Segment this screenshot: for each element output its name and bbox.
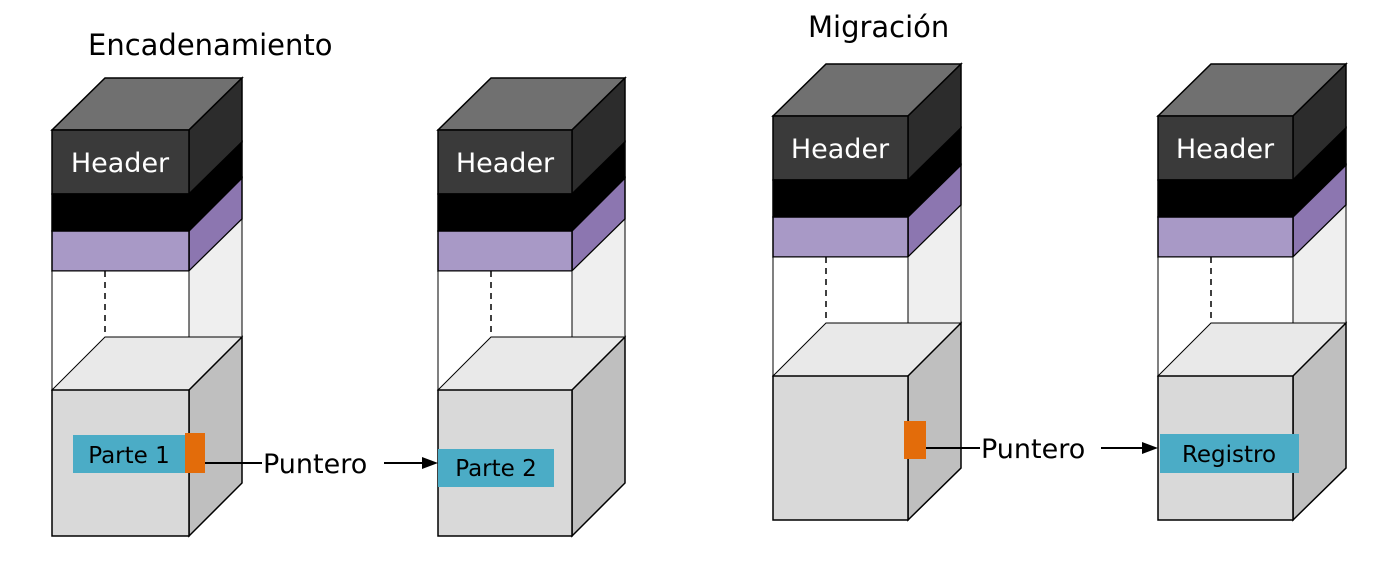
purple-band-front	[1157, 216, 1294, 258]
purple-band-front	[772, 216, 909, 258]
header-cube-front	[772, 115, 909, 181]
right-block-1: Header	[771, 62, 963, 522]
pointer-label: Puntero	[981, 434, 1085, 465]
pointer-marker	[185, 433, 205, 473]
purple-band-front	[51, 230, 190, 272]
record-part-2-label: Parte 2	[455, 456, 537, 482]
migracion-title: Migración	[808, 10, 949, 44]
header-label: Header	[456, 148, 555, 179]
right-pointer-arrow: Puntero	[926, 434, 1158, 465]
left-block-1: Header Parte 1	[50, 76, 244, 538]
lower-box-front	[772, 375, 909, 521]
arrow-head	[422, 457, 438, 469]
header-label: Header	[791, 134, 890, 165]
left-block-2: Header Parte 2	[436, 76, 627, 538]
pointer-label: Puntero	[263, 449, 367, 480]
record-part-1	[73, 435, 185, 473]
black-band-front	[772, 179, 909, 218]
purple-band-front	[437, 230, 573, 272]
black-band-front	[437, 193, 573, 232]
record-registro	[1160, 434, 1299, 473]
pointer-marker	[904, 421, 926, 459]
black-band-front	[51, 193, 190, 232]
encadenamiento-title: Encadenamiento	[88, 28, 332, 62]
header-label: Header	[1176, 134, 1275, 165]
record-part-1-label: Parte 1	[88, 443, 170, 469]
arrow-head	[1142, 442, 1158, 454]
header-label: Header	[71, 148, 170, 179]
record-part-2	[438, 449, 554, 487]
right-block-2: Header Registro	[1156, 62, 1348, 522]
left-pointer-arrow: Puntero	[205, 449, 438, 480]
header-cube-front	[437, 129, 573, 195]
header-cube-front	[51, 129, 190, 195]
header-cube-front	[1157, 115, 1294, 181]
record-registro-label: Registro	[1182, 442, 1276, 468]
black-band-front	[1157, 179, 1294, 218]
